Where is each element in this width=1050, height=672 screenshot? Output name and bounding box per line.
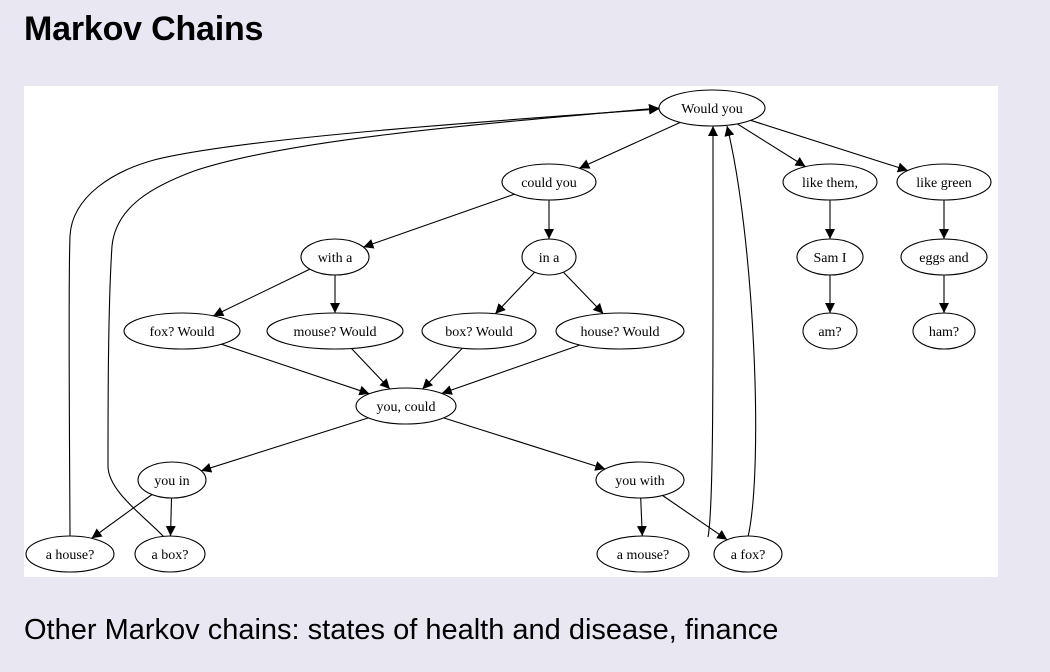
node-ellipse xyxy=(25,535,115,573)
node-label: in a xyxy=(539,251,560,266)
node-ellipse xyxy=(421,312,537,350)
edge-would-you-to-like-green xyxy=(750,119,909,173)
edge-you-in-to-a-box xyxy=(165,497,176,537)
node-box-would: box? Would xyxy=(421,312,537,350)
node-label: like green xyxy=(916,176,972,191)
node-eggs-and: eggs and xyxy=(900,238,988,276)
node-label: box? Would xyxy=(445,325,512,340)
node-with-a: with a xyxy=(300,238,370,276)
node-ellipse xyxy=(521,238,577,276)
node-ellipse xyxy=(596,535,690,573)
node-like-them: like them, xyxy=(782,163,878,201)
node-ellipse xyxy=(782,163,878,201)
node-ellipse xyxy=(896,163,992,201)
node-label: mouse? Would xyxy=(294,325,377,340)
edge-a-box-to-would-you xyxy=(107,103,660,538)
node-you-could: you, could xyxy=(355,387,457,425)
node-house-would: house? Would xyxy=(555,312,685,350)
node-you-in: you in xyxy=(137,461,207,499)
node-you-with: you with xyxy=(595,461,685,499)
edge-fox-would-to-you-could xyxy=(221,343,370,396)
node-label: ham? xyxy=(929,325,959,340)
node-ellipse xyxy=(796,238,864,276)
node-label: like them, xyxy=(802,176,858,191)
node-label: Would you xyxy=(681,102,742,117)
node-a-fox: a fox? xyxy=(713,535,783,573)
node-ellipse xyxy=(501,163,597,201)
node-sam-i: Sam I xyxy=(796,238,864,276)
node-a-house: a house? xyxy=(25,535,115,573)
edge-in-a-to-box-would xyxy=(494,271,535,315)
edge-box-would-to-you-could xyxy=(422,347,463,390)
node-ellipse xyxy=(300,238,370,276)
node-layer: Would you could you like them, like green wi… xyxy=(25,89,992,573)
node-ellipse xyxy=(555,312,685,350)
edge-you-could-to-you-in xyxy=(201,417,369,473)
node-fox-would: fox? Would xyxy=(123,312,241,350)
node-am: am? xyxy=(802,312,858,350)
edge-would-you-to-could-you xyxy=(579,121,681,169)
node-label: a mouse? xyxy=(617,548,669,563)
node-a-box: a box? xyxy=(134,535,206,573)
node-ellipse xyxy=(123,312,241,350)
node-mouse-would: mouse? Would xyxy=(266,312,404,350)
node-ellipse xyxy=(713,535,783,573)
node-ellipse xyxy=(802,312,858,350)
edge-a-mouse-to-would-you xyxy=(707,125,719,538)
node-label: house? Would xyxy=(580,325,659,340)
node-could-you: could you xyxy=(501,163,597,201)
node-label: a house? xyxy=(46,548,95,563)
edge-you-with-to-a-mouse xyxy=(636,497,647,537)
edge-could-you-to-with-a xyxy=(363,193,515,249)
node-ellipse xyxy=(134,535,206,573)
node-ellipse xyxy=(595,461,685,499)
node-would-you: Would you xyxy=(658,89,766,127)
edge-a-fox-to-would-you xyxy=(724,125,757,538)
page-title: Markov Chains xyxy=(24,10,264,48)
edge-you-with-to-a-fox xyxy=(662,495,728,541)
edge-house-would-to-you-could xyxy=(441,344,581,395)
node-like-green: like green xyxy=(896,163,992,201)
node-ellipse xyxy=(912,312,976,350)
footer-text: Other Markov chains: states of health an… xyxy=(24,614,779,646)
node-ellipse xyxy=(266,312,404,350)
node-ellipse xyxy=(900,238,988,276)
edge-would-you-to-like-them xyxy=(736,123,806,168)
node-ham: ham? xyxy=(912,312,976,350)
edge-you-could-to-you-with xyxy=(443,417,606,471)
node-ellipse xyxy=(137,461,207,499)
edge-you-in-to-a-house xyxy=(91,494,153,539)
node-label: eggs and xyxy=(919,251,968,266)
edge-a-house-to-would-you xyxy=(68,104,660,537)
node-a-mouse: a mouse? xyxy=(596,535,690,573)
node-in-a: in a xyxy=(521,238,577,276)
node-label: you with xyxy=(615,474,664,489)
edge-mouse-would-to-you-could xyxy=(351,348,391,390)
node-label: am? xyxy=(818,325,841,340)
edge-with-a-to-fox-would xyxy=(213,268,311,317)
node-ellipse xyxy=(658,89,766,127)
node-label: you, could xyxy=(376,400,435,415)
node-label: with a xyxy=(318,251,353,266)
node-label: a fox? xyxy=(731,548,766,563)
edge-in-a-to-house-would xyxy=(563,271,604,314)
markov-chain-diagram: Would you could you like them, like green wi… xyxy=(24,86,998,577)
node-label: Sam I xyxy=(813,251,846,266)
node-label: you in xyxy=(154,474,189,489)
node-label: a box? xyxy=(152,548,189,563)
node-label: could you xyxy=(521,176,577,191)
node-label: fox? Would xyxy=(149,325,214,340)
markov-chain-graph: Would you could you like them, like green wi… xyxy=(25,89,992,573)
edge-layer xyxy=(68,103,949,541)
node-ellipse xyxy=(355,387,457,425)
